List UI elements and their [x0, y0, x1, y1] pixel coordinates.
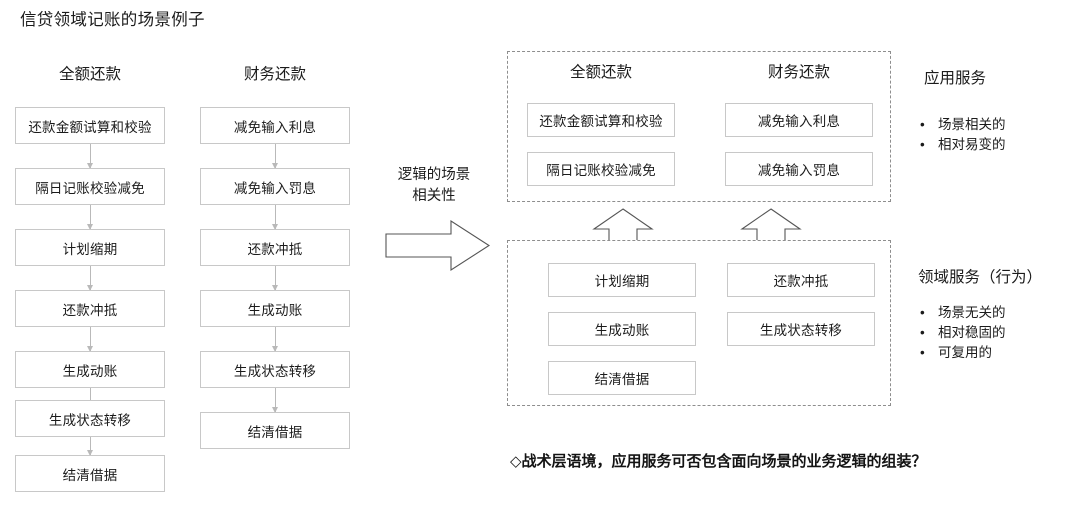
list-item: • 相对稳固的 — [918, 323, 1006, 343]
flow2-connector-2 — [272, 205, 278, 230]
list-item: • 可复用的 — [918, 343, 1006, 363]
flow1-connector-2 — [87, 205, 93, 230]
app-group-col2-header: 财务还款 — [767, 64, 830, 81]
annotation-2-list: • 场景无关的 • 相对稳固的 • 可复用的 — [918, 303, 1006, 363]
flow-column-2-header: 财务还款 — [243, 66, 306, 83]
annotation-2-title: 领域服务（行为） — [918, 269, 1043, 286]
flow2-connector-1 — [272, 144, 278, 169]
bullet-icon: • — [920, 345, 925, 360]
domain-group-col2-item-1: 还款冲抵 — [727, 263, 875, 297]
right-block-arrow-icon — [385, 219, 491, 272]
domain-group-col1-item-3: 结清借据 — [548, 361, 696, 395]
list-item: • 场景无关的 — [918, 303, 1006, 323]
middle-caption-line1: 逻辑的场景 — [397, 167, 471, 183]
bottom-question: ◇战术层语境，应用服务可否包含面向场景的业务逻辑的组装？ — [510, 453, 927, 470]
flow2-connector-4 — [272, 327, 278, 352]
flow1-connector-3 — [87, 266, 93, 291]
annotation-1-item-2: 相对易变的 — [938, 137, 1006, 152]
flow2-step-6: 结清借据 — [200, 412, 350, 449]
flow1-step-2: 隔日记账校验减免 — [15, 168, 165, 205]
annotation-1-list: • 场景相关的 • 相对易变的 — [918, 115, 1006, 155]
up-block-arrow-icon-left — [592, 208, 654, 243]
flow1-step-4: 还款冲抵 — [15, 290, 165, 327]
flow1-connector-1 — [87, 144, 93, 169]
annotation-2-item-2: 相对稳固的 — [938, 325, 1006, 340]
bullet-icon: • — [920, 325, 925, 340]
flow2-connector-3 — [272, 266, 278, 291]
app-group-col1-item-1: 还款金额试算和校验 — [527, 103, 675, 137]
flow-column-1-header: 全额还款 — [58, 66, 121, 83]
domain-group-col1-item-2: 生成动账 — [548, 312, 696, 346]
domain-group-col1-item-1: 计划缩期 — [548, 263, 696, 297]
bullet-icon: • — [920, 117, 925, 132]
flow1-step-1: 还款金额试算和校验 — [15, 107, 165, 144]
page-title: 信贷领域记账的场景例子 — [20, 11, 205, 29]
annotation-1-title: 应用服务 — [924, 70, 987, 87]
list-item: • 相对易变的 — [918, 135, 1006, 155]
flow2-step-4: 生成动账 — [200, 290, 350, 327]
flow1-connector-4 — [87, 327, 93, 352]
flow1-connector-6 — [87, 437, 93, 456]
app-group-col2-item-1: 减免输入利息 — [725, 103, 873, 137]
bullet-icon: • — [920, 137, 925, 152]
domain-group-col2-item-2: 生成状态转移 — [727, 312, 875, 346]
annotation-2-item-1: 场景无关的 — [938, 305, 1006, 320]
middle-caption-line2: 相关性 — [412, 188, 456, 204]
app-group-col1-header: 全额还款 — [569, 64, 632, 81]
flow2-step-5: 生成状态转移 — [200, 351, 350, 388]
flow1-step-5: 生成动账 — [15, 351, 165, 388]
bullet-icon: • — [920, 305, 925, 320]
annotation-1-item-1: 场景相关的 — [938, 117, 1006, 132]
flow2-step-3: 还款冲抵 — [200, 229, 350, 266]
flow1-step-7: 结清借据 — [15, 455, 165, 492]
flow1-step-6: 生成状态转移 — [15, 400, 165, 437]
up-block-arrow-icon-right — [740, 208, 802, 243]
flow1-step-3: 计划缩期 — [15, 229, 165, 266]
annotation-2-item-3: 可复用的 — [938, 345, 992, 360]
flow2-step-1: 减免输入利息 — [200, 107, 350, 144]
flow2-step-2: 减免输入罚息 — [200, 168, 350, 205]
flow2-connector-5 — [272, 388, 278, 413]
app-group-col1-item-2: 隔日记账校验减免 — [527, 152, 675, 186]
app-group-col2-item-2: 减免输入罚息 — [725, 152, 873, 186]
list-item: • 场景相关的 — [918, 115, 1006, 135]
middle-caption: 逻辑的场景 相关性 — [379, 165, 489, 207]
